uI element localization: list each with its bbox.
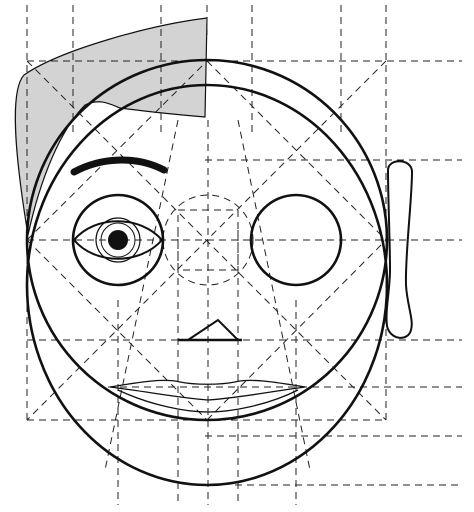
face-oval [27,85,387,485]
diagonal-guide-7 [105,120,178,470]
eyebrow [74,160,164,172]
nose [178,320,242,340]
left-pupil [108,230,128,250]
ear [387,161,412,338]
horizontal-guide-lines [27,61,462,485]
nose-triangle [188,320,238,340]
